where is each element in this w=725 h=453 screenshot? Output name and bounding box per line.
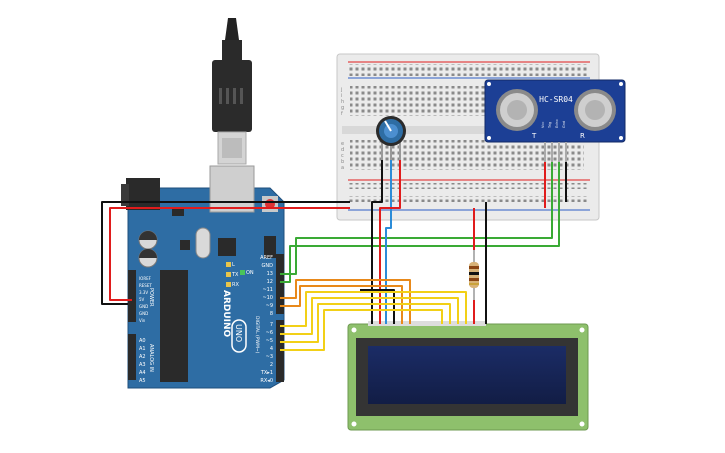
- led-label: L: [232, 262, 235, 268]
- wire-lcd-d5: [280, 303, 451, 343]
- wire-lcd-d7: [280, 291, 467, 327]
- resistor-icon: [469, 250, 479, 300]
- digital-pin-label: 13: [267, 271, 273, 277]
- on-led-label: ON: [246, 270, 254, 276]
- led-label: RX: [232, 282, 239, 288]
- sensor-transmit-mark: T: [531, 132, 537, 140]
- power-pin-label: GND: [139, 311, 148, 316]
- sensor-pin-label: Echo: [555, 120, 559, 129]
- usb-cable-icon: [212, 18, 252, 165]
- arduino-model: UNO: [234, 324, 243, 342]
- sensor-pin-label: Gnd: [562, 121, 566, 128]
- digital-pin-label: ~3: [266, 354, 273, 360]
- sensor-pin-label: Vcc: [541, 122, 545, 128]
- digital-pin-label: 8: [270, 311, 273, 317]
- digital-pin-label: GND: [262, 263, 274, 269]
- power-pin-label: Vin: [139, 318, 146, 323]
- lcd-display: [347, 321, 589, 431]
- wire-gnd-rail: [101, 201, 350, 305]
- wires: [101, 160, 567, 351]
- digital-pin-label: ~10: [262, 295, 273, 301]
- arduino-brand: ARDUINO: [221, 290, 231, 338]
- row-letter: g: [341, 105, 344, 111]
- analog-pin-label: A2: [139, 354, 146, 360]
- arduino-uno-board: L TX RX ON ARDUINO UNO POWER ANALOG IN D…: [121, 165, 285, 389]
- power-pin-label: 5V: [139, 297, 145, 302]
- analog-pin-label: A5: [139, 378, 146, 384]
- power-pin-label: 3.3V: [139, 290, 148, 295]
- potentiometer-icon[interactable]: [376, 116, 406, 160]
- digital-pin-label: 2: [270, 362, 273, 368]
- digital-pin-label: 4: [270, 346, 273, 352]
- analog-pin-label: A4: [139, 370, 146, 376]
- digital-pin-label: ~9: [266, 303, 273, 309]
- row-letter: c: [341, 153, 344, 159]
- led-label: TX: [231, 272, 239, 278]
- digital-pin-label: ~6: [266, 330, 273, 336]
- analog-header-label: ANALOG IN: [148, 344, 154, 372]
- row-letter: e: [341, 141, 344, 147]
- power-jack: [126, 178, 160, 210]
- row-letter: j: [340, 87, 342, 93]
- power-pin-label: IOREF: [139, 276, 152, 281]
- wire-pot-wiper: [385, 160, 392, 324]
- sensor-receive-mark: R: [580, 132, 585, 140]
- sensor-label: HC-SR04: [539, 95, 573, 104]
- power-pin-label: RESET: [139, 283, 152, 288]
- row-letter: i: [341, 93, 342, 99]
- power-pin-label: GND: [139, 304, 148, 309]
- row-letter: d: [341, 147, 344, 153]
- analog-pin-label: A3: [139, 362, 146, 368]
- wire-lcd-d6: [280, 297, 459, 335]
- digital-pin-label: 7: [270, 322, 273, 328]
- digital-pin-label: TX▸1: [260, 370, 273, 376]
- wire-pot-vcc: [379, 160, 401, 324]
- microcontroller-chip: [160, 270, 188, 382]
- ultrasonic-sensor: HC-SR04 T R Vcc Trig Echo Gnd: [484, 79, 626, 162]
- digital-pin-label: ~11: [262, 287, 273, 293]
- digital-header-top: [276, 254, 284, 314]
- digital-pin-label: RX◂0: [260, 378, 273, 384]
- analog-pin-label: A0: [139, 338, 146, 344]
- power-header: [128, 270, 136, 322]
- row-letter: a: [341, 165, 344, 171]
- sensor-pin-label: Trig: [548, 122, 552, 129]
- wire-lcd-rs: [280, 279, 411, 324]
- power-header-label: POWER: [148, 288, 154, 307]
- wire-lcd-d4: [280, 309, 443, 351]
- digital-pin-label: 12: [267, 279, 273, 285]
- icsp-header: [264, 236, 276, 258]
- digital-pin-label: AREF: [260, 255, 273, 261]
- wire-5v-rail: [109, 207, 350, 301]
- wire-sensor-echo: [280, 162, 560, 283]
- row-letter: f: [341, 111, 343, 117]
- digital-header-label: DIGITAL (PWM~): [254, 316, 260, 354]
- lcd-screen: [368, 346, 566, 404]
- row-letter: b: [341, 159, 344, 165]
- wire-lcd-rw: [360, 289, 395, 324]
- digital-pin-label: ~5: [266, 338, 273, 344]
- usb-port: [209, 165, 255, 213]
- wire-pot-gnd: [371, 160, 383, 324]
- analog-pin-label: A1: [139, 346, 146, 352]
- row-letter: h: [341, 99, 344, 105]
- analog-header: [128, 334, 136, 380]
